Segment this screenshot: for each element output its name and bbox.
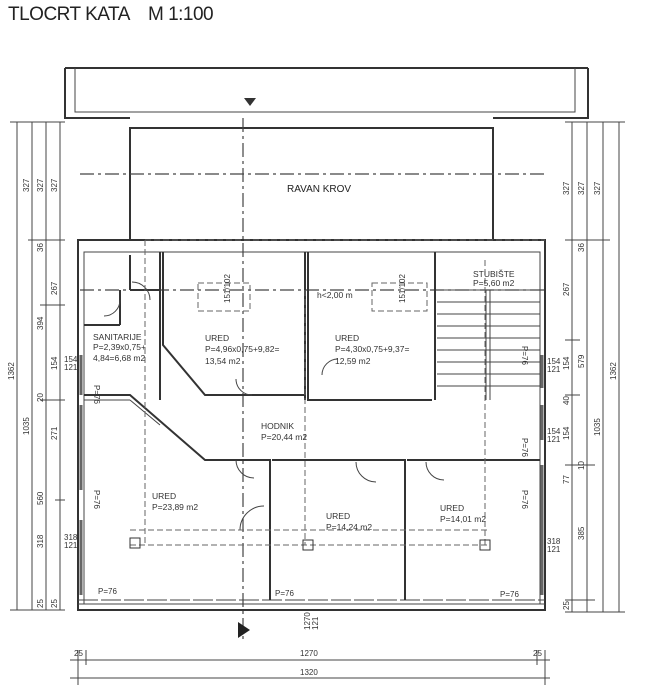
dimension-text: 327 — [36, 178, 45, 192]
room-name: URED — [205, 333, 229, 343]
dimension-text: 1035 — [22, 417, 31, 435]
room-name: URED — [152, 491, 176, 501]
dimension-text: 154 — [547, 427, 561, 436]
dimension-text: 327 — [22, 178, 31, 192]
dimension-text: 1035 — [593, 418, 602, 436]
parapet-label: P=76 — [500, 590, 519, 599]
room-name: SANITARIJE — [93, 332, 142, 342]
dimension-text: 121 — [64, 363, 78, 372]
dimension-text: 20 — [36, 393, 45, 402]
dimension-text: 121 — [547, 545, 561, 554]
dimension-text: 25 — [533, 649, 542, 658]
exterior-walls — [77, 239, 546, 611]
parapet-label: P=76 — [92, 385, 101, 404]
dimension-text: 267 — [562, 282, 571, 296]
dimension-text: 10 — [577, 461, 586, 470]
dimension-text: 318 — [547, 537, 561, 546]
interior-walls — [84, 252, 540, 600]
dimension-text: 77 — [562, 475, 571, 484]
dimension-text: 318 — [64, 533, 78, 542]
dimension-text: 25 — [36, 599, 45, 608]
dimension-text: 385 — [577, 526, 586, 540]
dimension-text: 121 — [64, 541, 78, 550]
dimension-text: 1320 — [300, 668, 318, 677]
top-canopy — [64, 67, 589, 119]
room-area: 13,54 m2 — [205, 356, 241, 366]
room-name: STUBIŠTE — [473, 269, 515, 279]
room-area: 4,84=6,68 m2 — [93, 353, 145, 363]
structural-grid — [129, 239, 545, 551]
parapet-label: P=76 — [520, 490, 529, 509]
skylight-label: 151/102 — [223, 274, 232, 303]
dimension-text: 1362 — [609, 362, 618, 380]
dimension-text: 1270 — [303, 612, 312, 630]
dimension-text: 327 — [562, 181, 571, 195]
room-area: P=4,96x0,75+9,82= — [205, 344, 279, 354]
dimension-text: 154 — [547, 357, 561, 366]
dimension-text: 121 — [547, 365, 561, 374]
room-name: HODNIK — [261, 421, 294, 431]
room-name: URED — [335, 333, 359, 343]
dimension-text: 154 — [562, 356, 571, 370]
dimension-text: 154 — [562, 426, 571, 440]
dimension-text: 36 — [577, 243, 586, 252]
dimension-text: 154 — [64, 355, 78, 364]
dimension-text: 327 — [593, 181, 602, 195]
dimension-text: 40 — [562, 396, 571, 405]
parapet-label: P=76 — [98, 587, 117, 596]
entrance-arrow-icon — [238, 622, 250, 638]
dimension-text: 327 — [50, 178, 59, 192]
dimension-text: 121 — [311, 616, 320, 630]
dimension-text: 25 — [74, 649, 83, 658]
dimension-text: 579 — [577, 354, 586, 368]
height-note: h<2,00 m — [317, 290, 353, 300]
parapet-label: P=76 — [92, 490, 101, 509]
left-dimensions — [10, 121, 65, 611]
room-area: P=4,30x0,75+9,37= — [335, 344, 409, 354]
section-arrow-icon — [244, 98, 256, 106]
dimension-text: 318 — [36, 534, 45, 548]
dimension-text: 394 — [36, 316, 45, 330]
room-name: URED — [440, 503, 464, 513]
dimension-text: 267 — [50, 281, 59, 295]
dimension-text: 1270 — [300, 649, 318, 658]
dimension-text: 327 — [577, 181, 586, 195]
stairs — [437, 289, 540, 400]
room-area: P=14,24 m2 — [326, 522, 372, 532]
dimension-text: 25 — [562, 601, 571, 610]
dimension-text: 121 — [547, 435, 561, 444]
room-name: URED — [326, 511, 350, 521]
parapet-label: P=76 — [520, 438, 529, 457]
parapet-label: P=76 — [275, 589, 294, 598]
drawing-title: TLOCRT KATA M 1:100 — [8, 4, 214, 25]
room-area: P=2,39x0,75+ — [93, 342, 146, 352]
skylight-label: 151/102 — [398, 274, 407, 303]
room-area: P=20,44 m2 — [261, 432, 307, 442]
roof-label: RAVAN KROV — [287, 184, 351, 195]
dimension-text: 154 — [50, 356, 59, 370]
room-area: P=23,89 m2 — [152, 502, 198, 512]
room-area: P=5,60 m2 — [473, 278, 515, 288]
dimension-text: 25 — [50, 599, 59, 608]
room-area: P=14,01 m2 — [440, 514, 486, 524]
dimension-text: 560 — [36, 491, 45, 505]
room-area: 12,59 m2 — [335, 356, 371, 366]
right-dimensions — [565, 121, 625, 613]
dimension-text: 271 — [50, 426, 59, 440]
bottom-dimensions — [70, 650, 550, 685]
dimension-text: 1362 — [7, 362, 16, 380]
dimension-text: 36 — [36, 243, 45, 252]
parapet-label: P=76 — [520, 346, 529, 365]
